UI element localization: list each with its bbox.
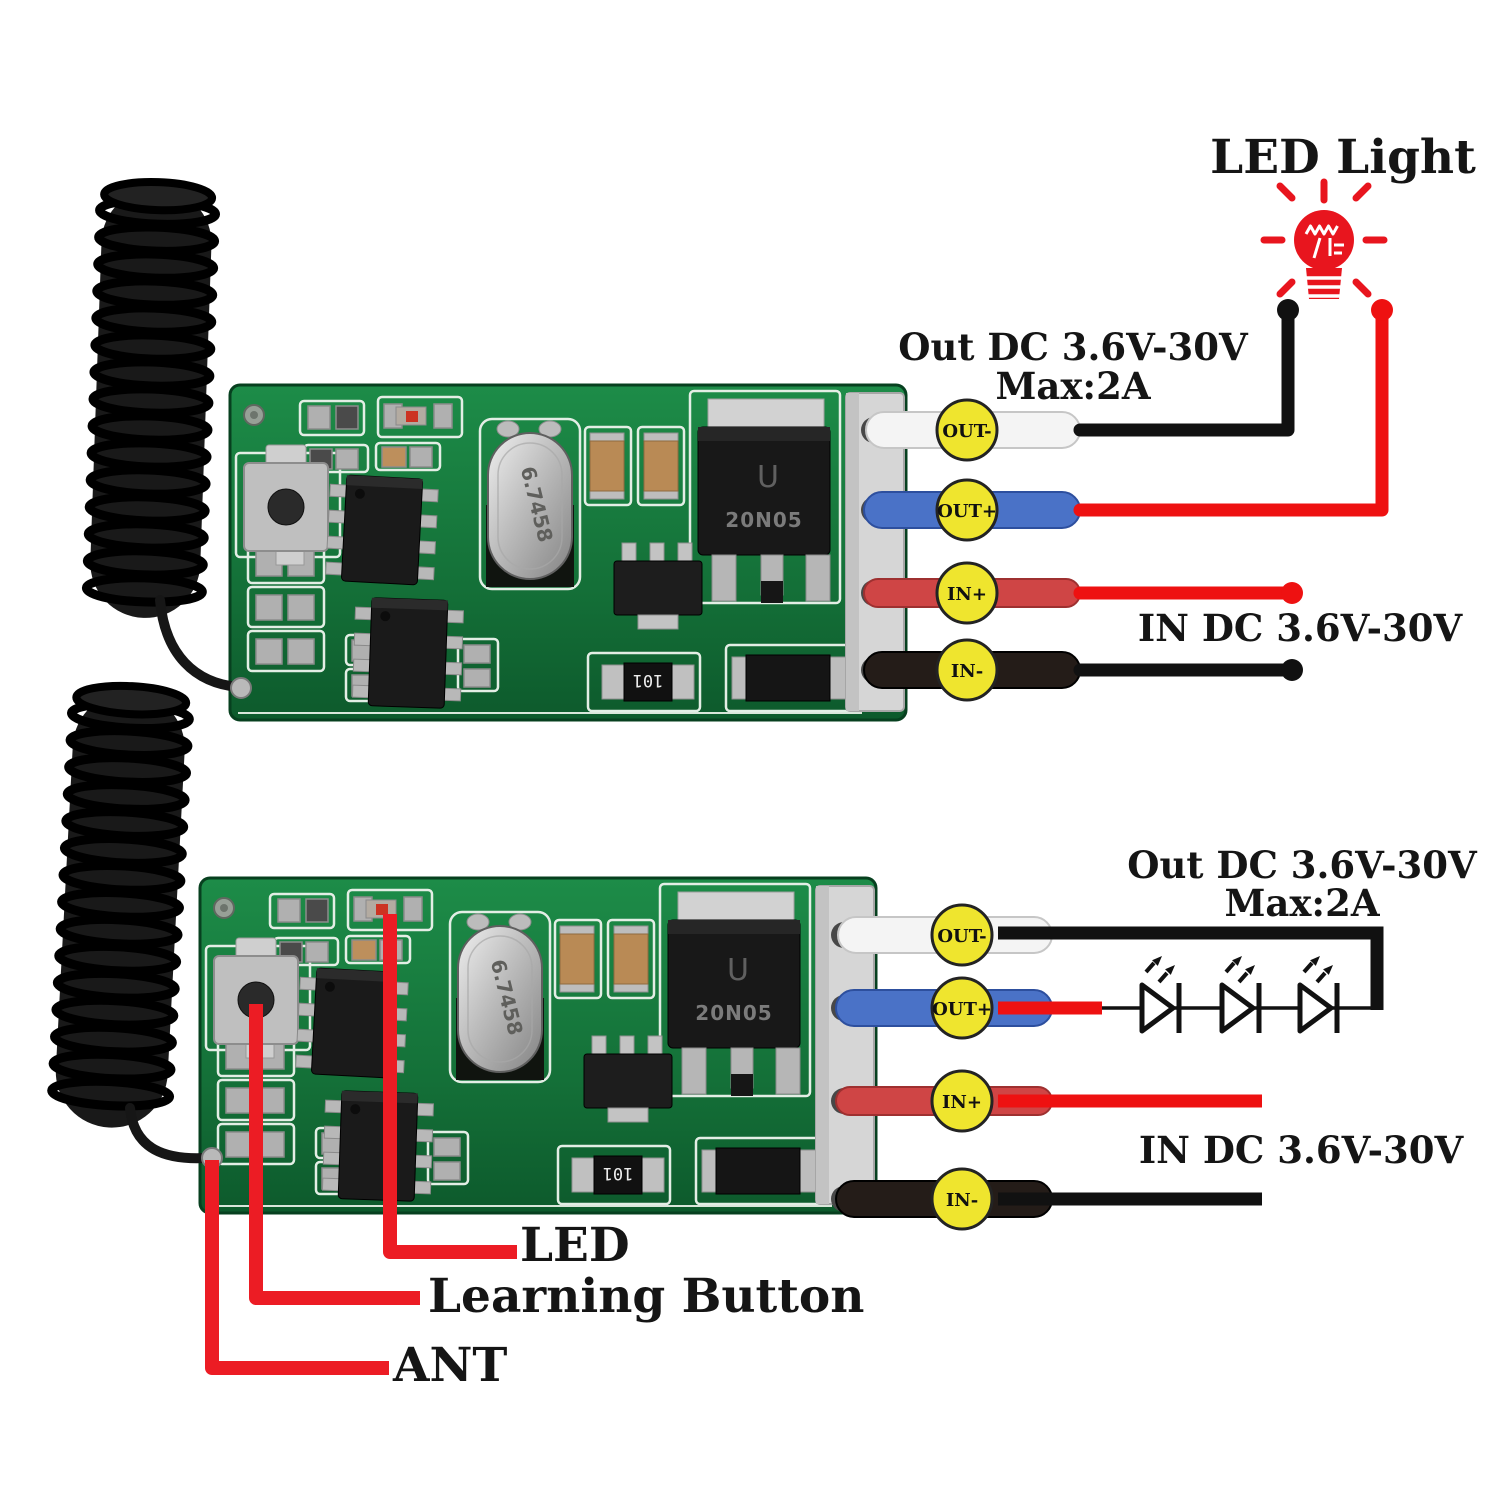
wire-tag-out-minus: OUT- [942, 421, 991, 442]
bulb-glass [1294, 210, 1354, 270]
out-spec-line2: Max:2A [1224, 881, 1380, 925]
in-minus-terminal [1281, 659, 1303, 681]
led-diode-symbol-2 [1222, 956, 1259, 1033]
module-bottom: OUT- OUT+ IN+ IN- Out DC 3.6V-30V Max:2A… [47, 681, 1478, 1231]
wire-tag-in-minus: IN- [951, 661, 983, 682]
out-plus-terminal [1371, 299, 1393, 321]
out-plus-line [1073, 305, 1389, 517]
wire-tag-out-minus: OUT- [937, 926, 986, 947]
callout-line-ant [205, 1160, 389, 1375]
module-top-wire-tags: OUT- OUT+ IN+ IN- [935, 398, 999, 702]
in-plus-terminal [1281, 582, 1303, 604]
load-label: LED Light [1210, 130, 1476, 185]
wire-tag-out-plus: OUT+ [937, 501, 997, 522]
bulb-filament [1304, 224, 1344, 259]
bulb-rays [1260, 178, 1388, 298]
wire-tag-out-plus: OUT+ [932, 999, 992, 1020]
out-spec-line1: Out DC 3.6V-30V [898, 325, 1249, 369]
bulb-base [1306, 268, 1342, 299]
led-bulb-icon [1260, 178, 1388, 299]
wire-tag-in-minus: IN- [946, 1190, 978, 1211]
antenna-tail-wire [155, 595, 243, 692]
pcb-board-top [228, 383, 908, 722]
out-minus-terminal [1277, 299, 1299, 321]
spring-antenna-coil [47, 681, 223, 1169]
wire-tag-in-plus: IN+ [947, 584, 987, 605]
out-spec-line2: Max:2A [995, 364, 1151, 408]
out-minus-line [1073, 305, 1295, 437]
antenna-tail-wire [125, 1103, 211, 1164]
pcb-board-bottom [198, 876, 878, 1215]
out-minus-line [998, 926, 1384, 1010]
in-spec: IN DC 3.6V-30V [1139, 1128, 1465, 1172]
callout-lines [205, 914, 517, 1375]
callout-label-learning-button: Learning Button [428, 1269, 864, 1324]
bulb-base-threads [1303, 276, 1345, 298]
out-spec-line1: Out DC 3.6V-30V [1127, 843, 1478, 887]
in-spec: IN DC 3.6V-30V [1138, 606, 1464, 650]
callout-label-led: LED [520, 1218, 630, 1273]
antenna-solder-pad [230, 677, 252, 699]
callout-line-learning-button [249, 1004, 420, 1305]
module-bottom-wire-tags: OUT- OUT+ IN+ IN- [930, 903, 994, 1231]
module-top: OUT- OUT+ IN+ IN- [81, 130, 1476, 722]
callout-line-led [383, 914, 517, 1259]
callouts: LED Learning Button ANT [205, 914, 864, 1393]
callout-label-ant: ANT [392, 1338, 507, 1393]
wire-tag-in-plus: IN+ [942, 1092, 982, 1113]
spring-antenna-coil [81, 178, 252, 699]
led-diode-symbol-3 [1300, 956, 1337, 1033]
led-diode-symbol-1 [1142, 956, 1179, 1033]
module-top-circuit-lines [1073, 305, 1389, 677]
